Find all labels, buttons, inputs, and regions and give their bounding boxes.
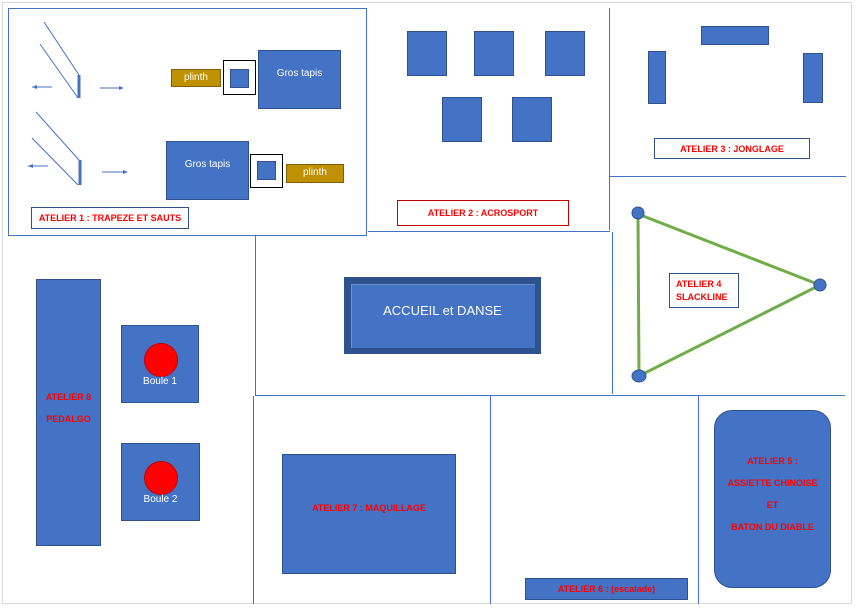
big-mat-top: Gros tapis [258, 50, 341, 109]
atelier4-label-line2: SLACKLINE [676, 292, 728, 302]
small-square-bottom [257, 161, 276, 180]
big-mat-top-label: Gros tapis [276, 68, 323, 79]
ball2 [144, 461, 178, 495]
atelier2-label: ATELIER 2 : ACROSPORT [397, 200, 569, 226]
divider-middle-bottom [255, 395, 845, 396]
pedalgo-track [36, 279, 101, 546]
divider-zone8-right [253, 396, 254, 604]
accueil-title: ACCUEIL et DANSE [383, 303, 502, 318]
divider-zone6-right [698, 396, 699, 604]
makeup-area [282, 454, 456, 574]
acrosport-block-3 [545, 31, 585, 76]
acrosport-block-5 [512, 97, 552, 142]
big-mat-bottom-label: Gros tapis [184, 159, 231, 170]
acrosport-block-2 [474, 31, 514, 76]
atelier7-label: ATELIER 7 : MAQUILLAGE [312, 503, 426, 513]
juggling-block-top [701, 26, 769, 45]
acrosport-block-1 [407, 31, 447, 76]
atelier5-line4: BATON DU DIABLE [731, 522, 814, 532]
ball1 [144, 343, 178, 377]
juggling-block-left [648, 51, 666, 104]
divider-zone2-bottom [368, 231, 610, 232]
atelier6-label: ATELIER 6 : (escalade) [557, 584, 656, 594]
divider-zone1-bottom [8, 235, 366, 236]
small-square-top [230, 69, 249, 88]
plinth-top: plinth [171, 69, 221, 87]
divider-zone7-right [490, 396, 491, 604]
divider-zone3-bottom [610, 176, 846, 177]
divider-zone1-left [8, 8, 9, 236]
atelier8-label-line2: PEDALGO [46, 414, 91, 424]
atelier1-label: ATELIER 1 : TRAPEZE ET SAUTS [31, 207, 189, 229]
big-mat-bottom: Gros tapis [166, 141, 249, 200]
atelier5-line1: ATELIER 5 : [747, 456, 798, 466]
accueil-bevel-inner [351, 284, 535, 348]
climbing-wall [525, 578, 688, 600]
plinth-bottom: plinth [286, 164, 344, 183]
divider-zone1-right [366, 8, 367, 236]
atelier8-label-line1: ATELIER 8 [45, 392, 92, 402]
chinese-plate-area [714, 410, 831, 588]
juggling-block-right [803, 53, 823, 103]
ball1-label: Boule 1 [143, 376, 177, 387]
atelier4-label-line1: ATELIER 4 [676, 279, 722, 289]
atelier5-line2: ASSIETTE CHINOISE [727, 478, 818, 488]
ball2-label: Boule 2 [143, 494, 178, 505]
divider-accueil-right [612, 232, 613, 394]
atelier5-line3: ET [766, 500, 779, 510]
divider-zone2-right [609, 8, 610, 230]
atelier4-label: ATELIER 4 SLACKLINE [669, 273, 739, 308]
acrosport-block-4 [442, 97, 482, 142]
atelier3-label: ATELIER 3 : JONGLAGE [654, 138, 810, 159]
divider-accueil-left [255, 236, 256, 396]
divider-top-left [8, 8, 366, 9]
